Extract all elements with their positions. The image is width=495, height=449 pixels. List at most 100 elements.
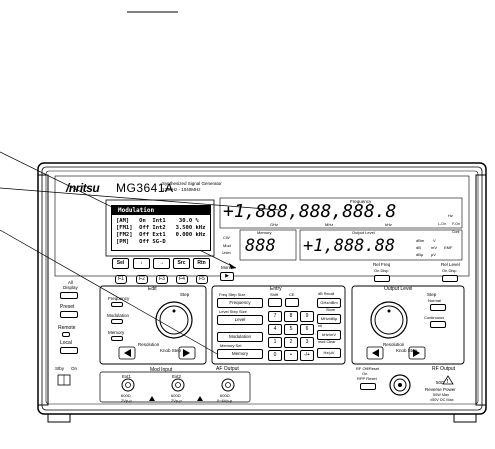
edit-knob	[159, 305, 189, 335]
f5-key[interactable]: F5	[196, 275, 208, 284]
key-1[interactable]: 1	[268, 337, 282, 348]
rel-freq-button[interactable]	[374, 275, 390, 282]
local-button[interactable]	[60, 347, 78, 354]
rel-freq-on-disp-label: On Disp	[374, 268, 389, 273]
store-label: Store	[326, 308, 336, 312]
output-normal-label: Normal	[428, 298, 441, 303]
khz-mv-key[interactable]: kHz/mV	[317, 330, 341, 340]
key-8[interactable]: 8	[284, 311, 298, 322]
continuous-button[interactable]	[430, 321, 446, 328]
f3-key[interactable]: F3	[156, 275, 168, 284]
output-knob-outer	[370, 301, 408, 339]
rel-level-on-disp-label: On Disp	[442, 268, 457, 273]
f-on-indicator: F-On	[452, 222, 460, 226]
output-resolution-label: Resolution	[383, 342, 405, 347]
rf-on-label: On	[362, 371, 368, 376]
edit-knob-step-label: Knob Step	[160, 348, 182, 353]
lcd-screen: Modulation [AM] On Int1 30.0 % [FM1] Off…	[111, 205, 211, 251]
left-handle	[37, 174, 49, 406]
edit-modulation-label: Modulation	[107, 313, 130, 318]
memory-entry-button[interactable]: Memory	[217, 349, 263, 359]
edit-left-arrow-icon	[124, 349, 131, 357]
rf-output-connector	[389, 374, 411, 396]
edit-frequency-label: Frequency	[108, 296, 130, 301]
output-right-arrow-icon	[413, 349, 420, 357]
output-level-display-label: Output Level	[352, 230, 375, 235]
ghz-dbm-key[interactable]: GHz/dBm	[317, 298, 341, 308]
mhz-dbu-key[interactable]: MHz/dBμ	[317, 314, 341, 324]
shift-button[interactable]	[268, 298, 282, 307]
edit-memory-button[interactable]	[111, 336, 123, 341]
warning-triangle-icon	[442, 375, 454, 385]
key-9[interactable]: 9	[300, 311, 314, 322]
key-4[interactable]: 4	[268, 324, 282, 335]
key-5[interactable]: 5	[284, 324, 298, 335]
edit-frequency-button[interactable]	[111, 302, 123, 307]
af-output-connector	[221, 378, 235, 392]
foot-left	[47, 413, 71, 423]
mod-clear-label: mod Clear	[318, 340, 336, 344]
hz-uv-key[interactable]: Hz/μV	[317, 348, 341, 358]
ext2-label: Ext2	[172, 374, 182, 379]
softkey-rtn[interactable]: Rtn	[193, 258, 210, 269]
key-3[interactable]: 3	[300, 337, 314, 348]
ce-button[interactable]	[285, 298, 299, 307]
edit-step-label: Step	[180, 292, 190, 297]
on-label: On	[71, 366, 78, 371]
key-6[interactable]: 6	[300, 324, 314, 335]
mod-indicator: Mod	[223, 243, 231, 248]
softkey-src[interactable]: Src	[173, 258, 190, 269]
level-entry-button[interactable]: Level	[217, 315, 263, 325]
key-7[interactable]: 7	[268, 311, 282, 322]
ext2-spec-impedance: 600Ω	[171, 393, 181, 398]
softkey-sel[interactable]: Sel	[112, 258, 129, 269]
local-label: Local	[60, 340, 72, 346]
edit-modulation-button[interactable]	[111, 319, 123, 324]
db-recall-label: dB Recall	[318, 292, 335, 296]
memory-label: Memory	[257, 230, 272, 235]
level-readout: +1,888.88	[303, 236, 396, 256]
softkey-down[interactable]: ↓	[133, 258, 150, 269]
lcd-bezel	[105, 199, 215, 257]
f1-key[interactable]: F1	[115, 275, 127, 284]
svg-text:!: !	[447, 379, 449, 385]
output-knob	[374, 305, 404, 335]
modulation-entry-button[interactable]: Modulation	[217, 332, 263, 342]
edit-right-arrow-icon	[183, 349, 190, 357]
memory-sel-label: Memory Sel	[220, 343, 242, 348]
lcd-row-pm: [PM] Off SG-D	[116, 239, 166, 245]
preset-button[interactable]	[60, 311, 78, 318]
f2-key[interactable]: F2	[136, 275, 148, 284]
mv-unit: mV	[431, 245, 437, 250]
edit-memory-label: Memory	[108, 330, 125, 335]
rel-level-label: Rel Level	[441, 262, 460, 267]
leader-line-3	[0, 187, 280, 211]
key-decimal[interactable]: •	[284, 350, 298, 361]
edit-knob-outer	[155, 301, 193, 339]
ce-label: CE	[289, 292, 295, 297]
normal-button[interactable]	[430, 304, 446, 311]
softkey-right[interactable]: →	[153, 258, 170, 269]
ext2-spec-level: 2Vp-p	[171, 398, 182, 403]
frequency-label: Frequency	[350, 199, 372, 204]
rf-off-button[interactable]	[360, 383, 376, 390]
freq-step-size-label: Freq Step Size	[219, 292, 246, 297]
dbm-unit: dBm	[416, 238, 425, 243]
key-0[interactable]: 0	[268, 350, 282, 361]
all-display-button[interactable]	[60, 292, 78, 299]
key-sign[interactable]: -/+	[300, 350, 314, 361]
foot-right	[453, 413, 477, 423]
more-button[interactable]: ▶	[220, 272, 234, 281]
level-step-size-label: Level Step Size	[219, 309, 247, 314]
rpp-reset-label: RPP Reset	[357, 376, 377, 381]
rel-freq-label: Rel Freq	[373, 262, 391, 267]
lcd-row-am: [AM] On Int1 30.0 %	[116, 218, 199, 224]
shift-label: Shift	[270, 292, 279, 297]
f4-key[interactable]: F4	[176, 275, 188, 284]
key-2[interactable]: 2	[284, 337, 298, 348]
frequency-display-frame	[219, 197, 463, 229]
lcd-row-fm1: [FM1] Off Int2 3.500 kHz	[116, 225, 206, 231]
frequency-entry-button[interactable]: Frequency	[217, 298, 263, 308]
rel-level-button[interactable]	[442, 275, 458, 282]
